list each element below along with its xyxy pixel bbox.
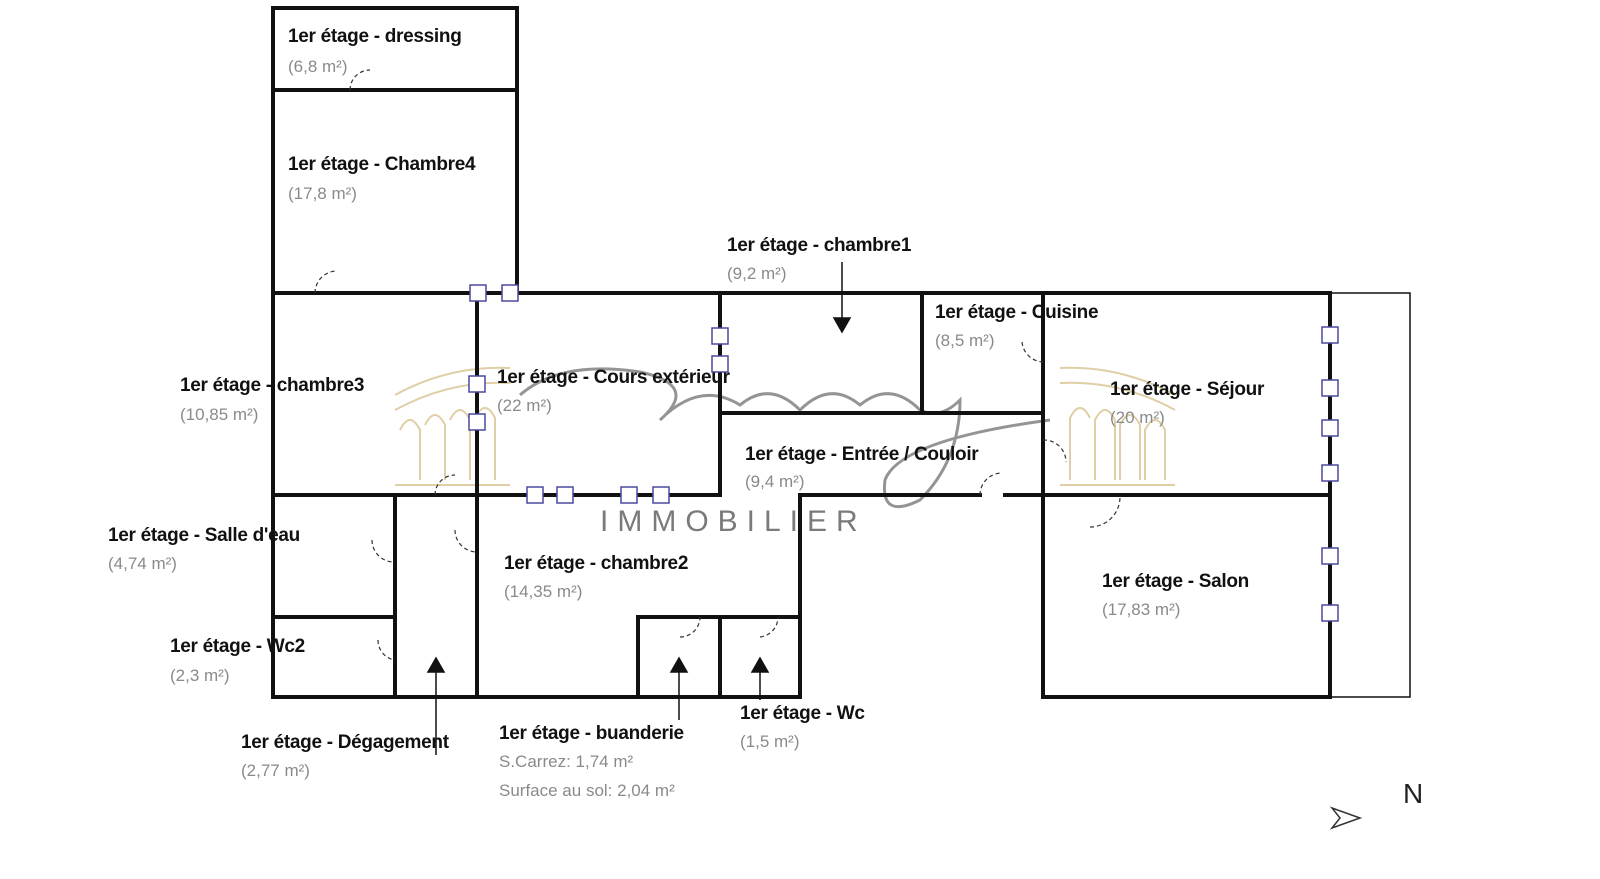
room-area-wc2: (2,3 m²)	[170, 666, 230, 685]
room-label-entree: 1er étage - Entrée / Couloir	[745, 444, 979, 465]
room-label-chambre3: 1er étage - chambre3	[180, 375, 365, 396]
room-area-dressing: (6,8 m²)	[288, 57, 348, 76]
windows	[468, 284, 1339, 622]
room-area-chambre1: (9,2 m²)	[727, 264, 787, 283]
room-label-cours: 1er étage - Cours extérieur	[497, 367, 730, 388]
room-label-cuisine: 1er étage - Cuisine	[935, 302, 1099, 323]
room-floor-area-buanderie: Surface au sol: 2,04 m²	[499, 781, 675, 800]
room-label-chambre2: 1er étage - chambre2	[504, 553, 689, 574]
room-label-chambre4: 1er étage - Chambre4	[288, 154, 476, 175]
room-label-sejour: 1er étage - Séjour	[1110, 379, 1265, 400]
leader-arrows	[426, 262, 852, 755]
compass-arrow-icon	[1329, 806, 1363, 830]
watermark-subtitle: IMMOBILIER	[600, 505, 867, 538]
room-area-sejour: (20 m²)	[1110, 408, 1165, 427]
room-area-wc: (1,5 m²)	[740, 732, 800, 751]
room-area-entree: (9,4 m²)	[745, 472, 805, 491]
room-area-cours: (22 m²)	[497, 396, 552, 415]
walls	[271, 6, 1411, 699]
watermark-signature-icon	[519, 367, 1051, 509]
room-label-chambre1: 1er étage - chambre1	[727, 235, 912, 256]
room-area-salon: (17,83 m²)	[1102, 600, 1181, 619]
room-area-chambre4: (17,8 m²)	[288, 184, 357, 203]
room-label-salle-eau: 1er étage - Salle d'eau	[108, 525, 300, 546]
watermark-colosseum-right-icon	[1059, 366, 1176, 486]
room-label-wc2: 1er étage - Wc2	[170, 636, 305, 657]
room-area-cuisine: (8,5 m²)	[935, 331, 995, 350]
room-carrez-buanderie: S.Carrez: 1,74 m²	[499, 752, 634, 771]
room-area-salle-eau: (4,74 m²)	[108, 554, 177, 573]
north-label: N	[1403, 778, 1424, 809]
room-label-dressing: 1er étage - dressing	[288, 26, 462, 47]
room-area-chambre3: (10,85 m²)	[180, 405, 259, 424]
room-label-degagement: 1er étage - Dégagement	[241, 732, 449, 753]
room-label-wc: 1er étage - Wc	[740, 703, 865, 724]
room-label-salon: 1er étage - Salon	[1102, 571, 1249, 592]
room-label-buanderie: 1er étage - buanderie	[499, 723, 684, 744]
doors	[314, 69, 1121, 661]
room-area-chambre2: (14,35 m²)	[504, 582, 583, 601]
watermark-colosseum-left-icon	[394, 366, 511, 486]
room-area-degagement: (2,77 m²)	[241, 761, 310, 780]
